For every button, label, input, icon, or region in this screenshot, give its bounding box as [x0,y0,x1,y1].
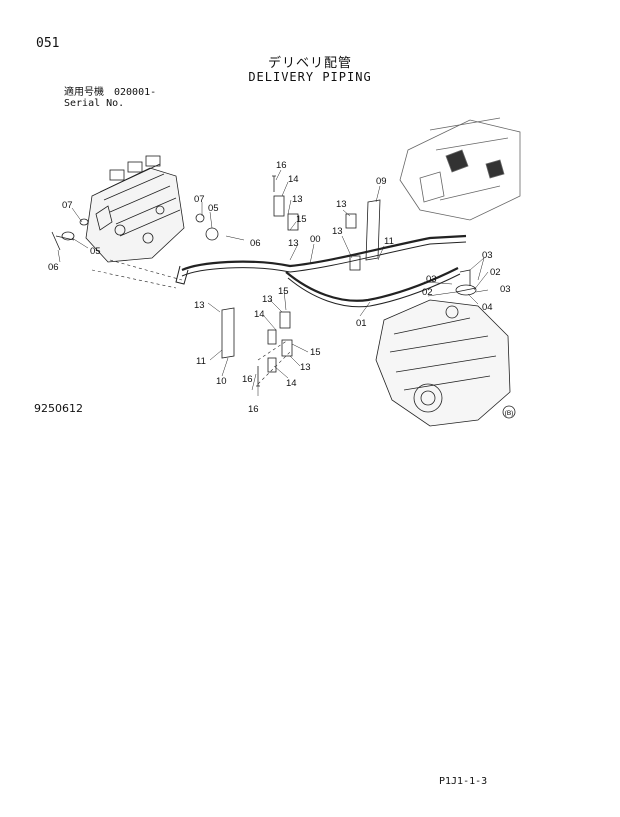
serial-en-label: Serial No. [64,98,125,109]
pump-reference-drawing [399,117,521,221]
callout: 16 [242,374,253,385]
serial-jp-label: 適用号機 [64,87,104,98]
callout: 14 [254,309,265,320]
callout: 07 [194,194,205,205]
callout: 11 [384,236,394,247]
callout: 16 [248,404,259,415]
title-japanese: デリベリ配管 [267,56,352,71]
callout: 11 [196,356,206,367]
delivery-pipe-01 [285,267,459,302]
callout: 13 [300,362,311,373]
serial-info: 適用号機 020001- Serial No. [64,87,156,109]
callout: 10 [216,376,227,387]
page-number: 051 [36,36,60,51]
callout: 03 [482,250,493,261]
callout: 15 [296,214,307,225]
callout: 13 [288,238,299,249]
callout: 02 [490,267,501,278]
callout: 14 [288,174,299,185]
callout: 15 [310,347,321,358]
callout: 13 [262,294,273,305]
control-valve-drawing [85,155,185,263]
callout: 00 [310,234,321,245]
callout: 06 [250,238,261,249]
footer-code: P1J1-1-3 [439,776,488,787]
callout: 14 [286,378,297,389]
callout: 07 [62,200,73,211]
callout: 03 [500,284,511,295]
callout: 16 [276,160,287,171]
callout: 05 [208,203,219,214]
pump-drawing [375,299,511,427]
callout: 02 [422,287,433,298]
callout: 13 [336,199,347,210]
callout: 13 [292,194,303,205]
bracket-09 [365,199,381,261]
callout: 03 [426,274,437,285]
callout: 01 [356,318,367,329]
callout: 04 [482,302,493,313]
callout: 15 [278,286,289,297]
figure-id: 9250612 [34,402,83,415]
callout: 13 [332,226,343,237]
callout: 05 [90,246,101,257]
callout: 13 [194,300,205,311]
callout: 09 [376,176,387,187]
title-english: DELIVERY PIPING [248,70,372,84]
serial-value: 020001- [114,87,157,98]
corner-mark: (B) [505,410,514,417]
bracket-10 [221,307,235,359]
callout: 06 [48,262,59,273]
delivery-pipe-00 [181,234,467,272]
